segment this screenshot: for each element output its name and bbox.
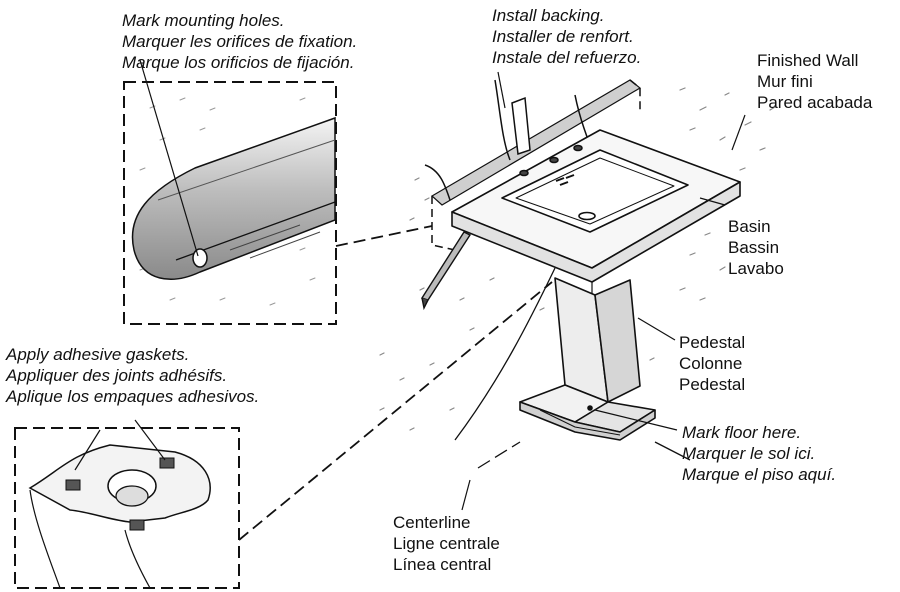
- mark-floor-fr: Marquer le sol ici.: [682, 444, 816, 463]
- mark-holes-es: Marque los orificios de fijación.: [122, 53, 355, 72]
- gasket-detail-box: [14, 419, 240, 589]
- basin-fr: Bassin: [728, 238, 780, 257]
- install-backing-fr: Installer de renfort.: [492, 27, 634, 46]
- gasket-leader-line: [238, 281, 553, 541]
- pedestal-fr: Colonne: [679, 354, 743, 373]
- adhesive-es: Aplique los empaques adhesivos.: [6, 387, 260, 406]
- centerline-en: Centerline: [393, 513, 471, 532]
- mark-holes-fr: Marquer les orifices de fixation.: [122, 32, 358, 51]
- pedestal-es: Pedestal: [679, 375, 746, 394]
- install-backing-label: Install backing. Installer de renfort. I…: [492, 5, 641, 68]
- mark-holes-label: Mark mounting holes. Marquer les orifice…: [122, 10, 357, 73]
- basin-label: Basin Bassin Lavabo: [728, 216, 784, 279]
- centerline-fr: Ligne centrale: [393, 534, 500, 553]
- centerline-es: Línea central: [393, 555, 492, 574]
- basin-en: Basin: [728, 217, 771, 236]
- adhesive-label: Apply adhesive gaskets. Appliquer des jo…: [6, 344, 259, 407]
- mark-floor-label: Mark floor here. Marquer le sol ici. Mar…: [682, 422, 836, 485]
- leader-lines: [461, 71, 746, 511]
- basin-es: Lavabo: [728, 259, 784, 278]
- mounting-detail-box: [123, 59, 337, 325]
- centerline-label: Centerline Ligne centrale Línea central: [393, 512, 500, 575]
- pedestal-illustration: [519, 277, 656, 441]
- pedestal-en: Pedestal: [679, 333, 746, 352]
- adhesive-fr: Appliquer des joints adhésifs.: [6, 366, 228, 385]
- install-backing-es: Instale del refuerzo.: [492, 48, 642, 67]
- finished-wall-fr: Mur fini: [757, 72, 813, 91]
- mounting-leader-line: [335, 225, 433, 247]
- basin-illustration: [451, 129, 741, 295]
- finished-wall-en: Finished Wall: [757, 51, 859, 70]
- mark-holes-en: Mark mounting holes.: [122, 11, 285, 30]
- adhesive-en: Apply adhesive gaskets.: [6, 345, 190, 364]
- finished-wall-es: Pared acabada: [757, 93, 873, 112]
- install-backing-en: Install backing.: [492, 6, 605, 25]
- mark-floor-en: Mark floor here.: [682, 423, 802, 442]
- pedestal-label: Pedestal Colonne Pedestal: [679, 332, 745, 395]
- mark-floor-es: Marque el piso aquí.: [682, 465, 837, 484]
- pencil-illustration: [420, 231, 472, 311]
- finished-wall-label: Finished Wall Mur fini Pared acabada: [757, 50, 872, 113]
